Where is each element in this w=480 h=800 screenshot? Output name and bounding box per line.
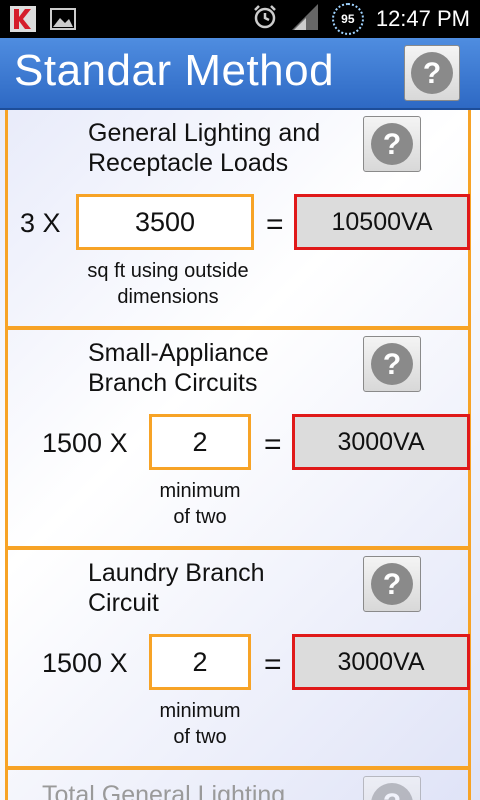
status-bar: 95 12:47 PM xyxy=(0,0,480,38)
header-help-button[interactable]: ? xyxy=(404,45,460,101)
page-title: Standar Method xyxy=(14,46,335,95)
svg-text:?: ? xyxy=(423,57,441,90)
general-lighting-result: 10500VA xyxy=(294,194,470,250)
small-appliance-circuits-input[interactable]: 2 xyxy=(149,414,251,470)
question-icon: ? xyxy=(371,343,413,385)
section-small-appliance: Small-Appliance Branch Circuits ? 1500 X… xyxy=(5,330,471,550)
laundry-circuits-input[interactable]: 2 xyxy=(149,634,251,690)
input-caption: minimum of two xyxy=(130,698,270,750)
input-caption: sq ft using outside dimensions xyxy=(68,258,268,310)
section-total-general-lighting: Total General Lighting ? xyxy=(5,770,471,800)
equals-sign: = xyxy=(264,648,282,681)
input-caption: minimum of two xyxy=(130,478,270,530)
caption-line1: minimum xyxy=(159,480,241,502)
question-icon: ? xyxy=(371,123,413,165)
kaspersky-icon xyxy=(10,6,36,32)
total-general-lighting-help-button[interactable]: ? xyxy=(363,776,421,800)
multiplier-label: 1500 X xyxy=(42,648,128,678)
title-bar: Standar Method ? xyxy=(0,38,480,110)
section-title-line1: General Lighting and xyxy=(88,119,321,147)
section-title-line2: Receptacle Loads xyxy=(88,149,289,177)
section-title-line2: Branch Circuits xyxy=(88,369,258,397)
section-title-line1: Small-Appliance xyxy=(88,339,269,367)
section-title-line2: Circuit xyxy=(88,589,159,617)
svg-text:?: ? xyxy=(383,128,401,161)
gallery-icon xyxy=(50,6,76,32)
alarm-icon xyxy=(252,4,278,35)
clock: 12:47 PM xyxy=(375,6,470,31)
equals-sign: = xyxy=(266,208,284,241)
laundry-result: 3000VA xyxy=(292,634,470,690)
caption-line2: of two xyxy=(173,726,227,748)
square-feet-input[interactable]: 3500 xyxy=(76,194,254,250)
small-appliance-help-button[interactable]: ? xyxy=(363,336,421,392)
section-title: Total General Lighting xyxy=(42,781,286,800)
signal-icon xyxy=(290,2,320,37)
small-appliance-result: 3000VA xyxy=(292,414,470,470)
general-lighting-help-button[interactable]: ? xyxy=(363,116,421,172)
question-icon: ? xyxy=(411,52,453,94)
equals-sign: = xyxy=(264,428,282,461)
section-general-lighting: General Lighting and Receptacle Loads ? … xyxy=(5,110,471,330)
battery-indicator: 95 xyxy=(331,3,364,35)
laundry-help-button[interactable]: ? xyxy=(363,556,421,612)
section-title: Small-Appliance Branch Circuits xyxy=(88,338,269,398)
section-laundry: Laundry Branch Circuit ? 1500 X 2 = 3000… xyxy=(5,550,471,770)
svg-text:?: ? xyxy=(383,568,401,601)
section-title: General Lighting and Receptacle Loads xyxy=(88,118,320,178)
svg-text:?: ? xyxy=(383,348,401,381)
caption-line1: minimum xyxy=(159,700,241,722)
multiplier-label: 1500 X xyxy=(42,428,128,458)
caption-line2: of two xyxy=(173,506,227,528)
content-area: General Lighting and Receptacle Loads ? … xyxy=(0,110,480,800)
section-title: Laundry Branch Circuit xyxy=(88,558,265,618)
caption-line1: sq ft using outside xyxy=(87,260,249,282)
multiplier-label: 3 X xyxy=(20,208,61,238)
section-title-line1: Laundry Branch xyxy=(88,559,265,587)
question-icon: ? xyxy=(371,783,413,800)
svg-text:?: ? xyxy=(383,788,401,800)
caption-line2: dimensions xyxy=(117,286,219,308)
question-icon: ? xyxy=(371,563,413,605)
